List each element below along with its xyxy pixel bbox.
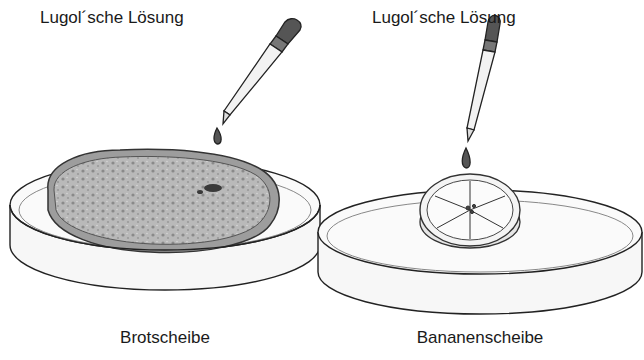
reagent-label: Lugol´sche Lösung <box>40 8 184 28</box>
specimen-label: Brotscheibe <box>120 328 210 348</box>
specimen-label: Bananenscheibe <box>417 328 544 348</box>
bread-slice <box>48 149 279 252</box>
dropper-right <box>462 15 500 168</box>
dropper-left <box>214 19 301 144</box>
reagent-label: Lugol´sche Lösung <box>372 8 516 28</box>
banana-slice <box>420 174 520 248</box>
dish-rim <box>10 205 320 250</box>
